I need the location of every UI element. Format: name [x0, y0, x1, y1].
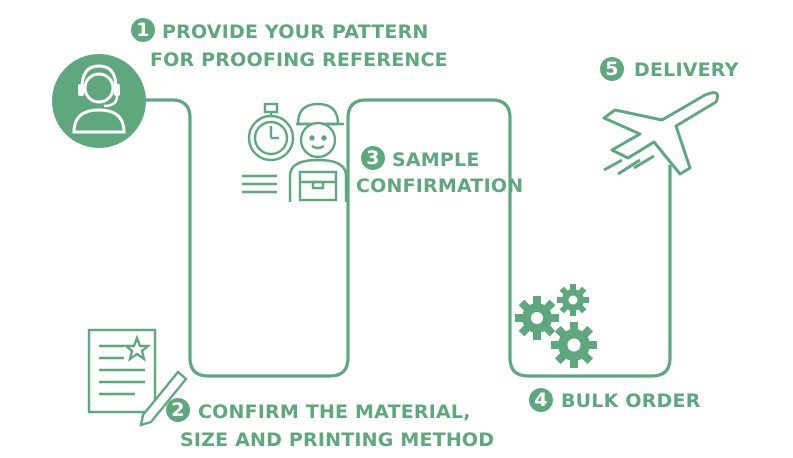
step-1-title-line1: PROVIDE YOUR PATTERN [162, 21, 429, 43]
step-3-title-line1: SAMPLE [392, 149, 480, 171]
step-2-title-line2: SIZE AND PRINTING METHOD [180, 429, 494, 451]
step-4-badge: 4 [529, 388, 553, 412]
courier-stopwatch-icon [242, 104, 346, 202]
svg-text:2: 2 [171, 399, 184, 421]
svg-text:4: 4 [534, 389, 547, 411]
svg-text:3: 3 [366, 147, 379, 169]
gears-icon [515, 284, 597, 368]
process-path [140, 100, 670, 376]
airplane-icon [604, 93, 718, 174]
svg-text:1: 1 [136, 19, 149, 41]
step-2-title-line1: CONFIRM THE MATERIAL, [198, 401, 471, 423]
svg-text:5: 5 [605, 58, 618, 80]
headset-support-icon [52, 54, 146, 148]
step-1-badge: 1 [131, 18, 155, 42]
step-2-badge: 2 [166, 398, 190, 422]
step-5-badge: 5 [600, 57, 624, 81]
step-3-badge: 3 [361, 146, 385, 170]
step-4-title: BULK ORDER [561, 390, 701, 412]
step-1-title-line2: FOR PROOFING REFERENCE [150, 49, 448, 71]
step-3-title-line2: CONFIRMATION [356, 175, 523, 197]
step-5-title: DELIVERY [634, 59, 739, 81]
